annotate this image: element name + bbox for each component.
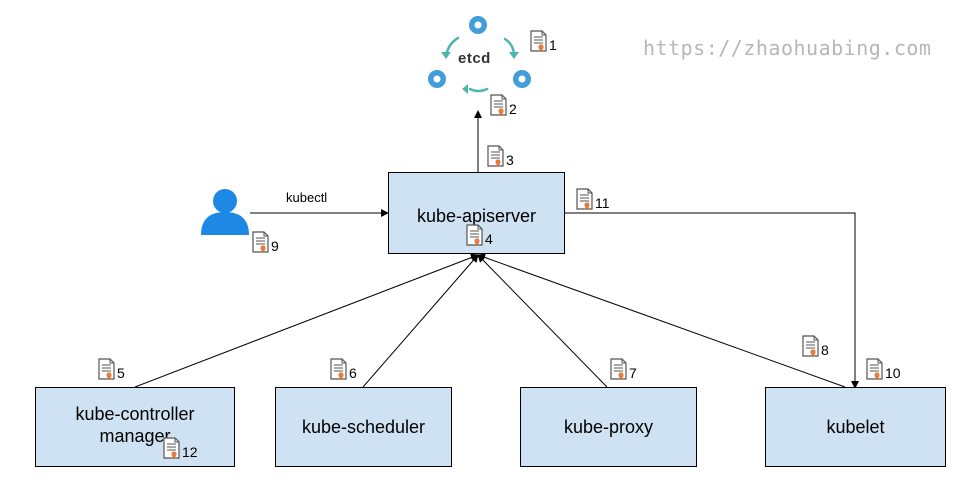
kube-controller-manager-label: kube-controller manager <box>75 404 195 446</box>
edge-proxy-apiserver <box>477 254 608 388</box>
certificate-icon <box>163 437 180 459</box>
certificate-icon <box>866 358 883 380</box>
cert-marker: 10 <box>866 358 901 380</box>
certificate-icon <box>802 335 819 357</box>
edge-kubelet-apiserver <box>477 253 846 388</box>
cert-number: 12 <box>182 444 198 460</box>
cert-number: 7 <box>629 365 637 381</box>
cert-number: 9 <box>271 238 279 254</box>
cert-number: 2 <box>509 101 517 117</box>
certificate-icon <box>530 30 547 52</box>
kube-apiserver-label: kube-apiserver <box>416 206 537 226</box>
cert-number: 1 <box>549 37 557 53</box>
certificate-icon <box>98 358 115 380</box>
cert-marker: 2 <box>490 94 517 116</box>
kube-proxy-label: kube-proxy <box>563 417 654 437</box>
cert-marker: 9 <box>252 231 279 253</box>
certificate-icon <box>466 224 483 246</box>
etcd-logo <box>428 16 531 94</box>
cert-marker: 3 <box>487 145 514 167</box>
kube-scheduler-box: kube-scheduler <box>275 387 452 467</box>
edge-controller-apiserver <box>134 253 479 388</box>
certificate-icon <box>490 94 507 116</box>
cert-marker: 5 <box>98 358 125 380</box>
cert-number: 6 <box>349 365 357 381</box>
cert-marker: 8 <box>802 335 829 357</box>
kube-controller-manager-box: kube-controller manager <box>35 387 235 467</box>
edge-scheduler-apiserver <box>362 254 479 388</box>
cert-marker: 6 <box>330 358 357 380</box>
cert-number: 4 <box>485 231 493 247</box>
watermark: https://zhaohuabing.com <box>643 36 932 60</box>
certificate-icon <box>252 231 269 253</box>
certificate-icon <box>610 358 627 380</box>
cert-number: 11 <box>595 195 610 211</box>
cert-marker: 11 <box>576 188 610 210</box>
kube-proxy-box: kube-proxy <box>520 387 697 467</box>
etcd-gear-icon <box>469 16 487 34</box>
etcd-gear-icon <box>428 70 446 88</box>
etcd-gear-icon <box>513 70 531 88</box>
cert-marker: 1 <box>530 30 557 52</box>
cert-number: 8 <box>821 342 829 358</box>
cycle-arrowhead-icon <box>441 52 519 94</box>
etcd-label: etcd <box>458 50 491 67</box>
cert-marker: 4 <box>466 224 493 246</box>
cert-number: 5 <box>117 365 125 381</box>
user-icon <box>201 189 249 235</box>
certificate-icon <box>330 358 347 380</box>
cert-marker: 7 <box>610 358 637 380</box>
edge-apiserver-kubelet <box>565 212 859 389</box>
kubelet-box: kubelet <box>765 387 946 467</box>
certificate-icon <box>487 145 504 167</box>
cert-marker: 12 <box>163 437 198 459</box>
certificate-icon <box>576 188 593 210</box>
cert-number: 10 <box>885 365 901 381</box>
kube-scheduler-label: kube-scheduler <box>301 417 426 437</box>
kubelet-label: kubelet <box>826 417 885 437</box>
kubectl-label: kubectl <box>286 190 328 205</box>
cert-number: 3 <box>506 152 514 168</box>
